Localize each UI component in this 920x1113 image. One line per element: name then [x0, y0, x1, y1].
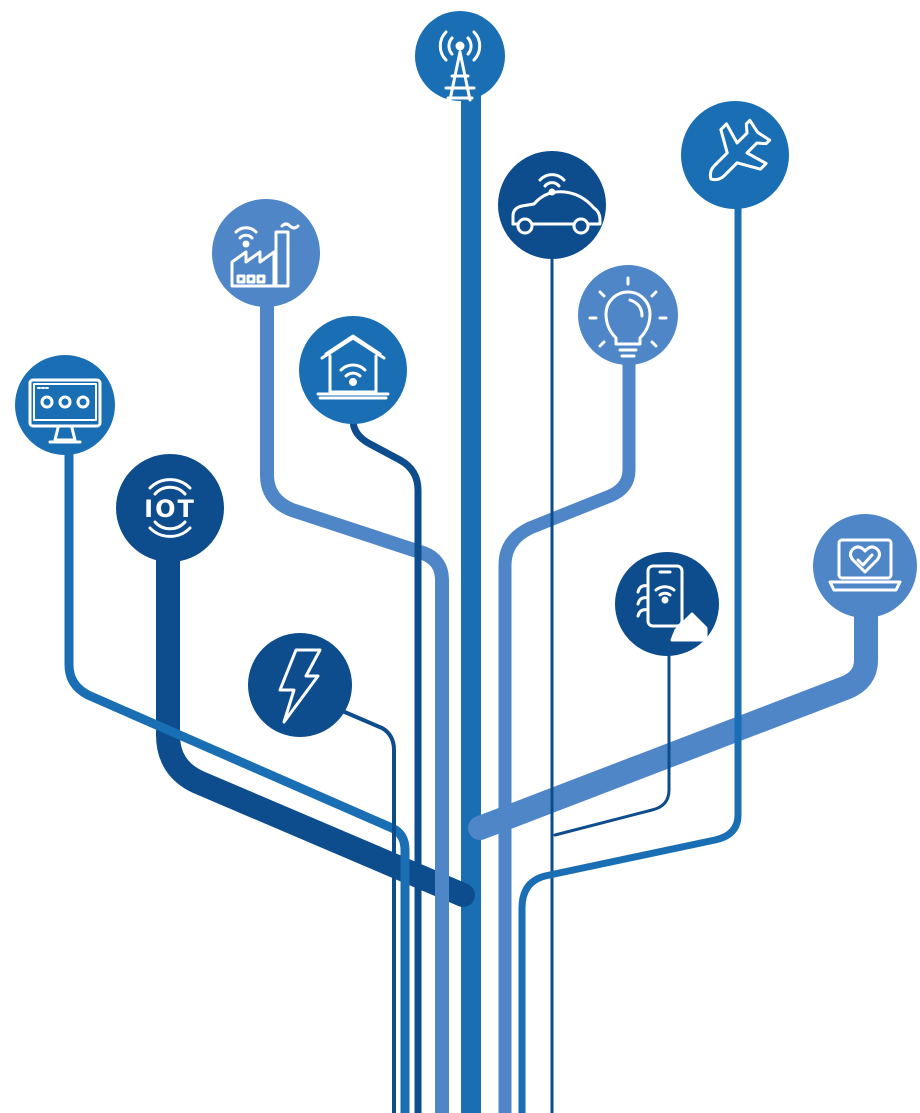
node-cell-tower [415, 11, 505, 102]
node-monitor [15, 355, 115, 455]
smart-home-icon [316, 334, 390, 400]
branch-iot [156, 528, 475, 907]
airplane-icon [708, 118, 772, 182]
branch-smart-factory [260, 283, 449, 1113]
node-smart-factory [212, 199, 320, 307]
iot-icon: IOT [144, 478, 196, 538]
smart-factory-icon [230, 222, 300, 288]
branch-laptop-health [468, 588, 878, 840]
node-smart-factory-circle [212, 199, 320, 307]
branch-smart-bulb [498, 353, 636, 1113]
node-iot: IOT [116, 454, 224, 562]
node-laptop-health [813, 514, 917, 618]
branch-airplane [518, 196, 742, 1113]
node-energy-circle [248, 633, 352, 737]
cell-tower-icon [438, 30, 482, 102]
node-smart-home-circle [299, 316, 407, 424]
node-iot-circle [116, 454, 224, 562]
branch-smartphone [553, 648, 671, 837]
node-airplane-circle [681, 101, 789, 209]
connected-car-icon [511, 173, 602, 235]
branch-monitor [64, 435, 410, 1113]
node-airplane [681, 101, 789, 209]
node-smartphone [615, 552, 719, 656]
branch-lines [64, 75, 878, 1113]
branch-energy [338, 708, 396, 1113]
node-smart-bulb [578, 265, 678, 365]
node-connected-car [498, 151, 606, 259]
branch-smart-home [349, 391, 422, 1113]
node-laptop-health-circle [813, 514, 917, 618]
lightning-icon [278, 648, 322, 724]
smartphone-icon [636, 564, 708, 642]
iot-label: IOT [144, 495, 196, 523]
node-energy [248, 633, 352, 737]
laptop-heart-icon [828, 538, 902, 592]
node-smart-bulb-circle [578, 265, 678, 365]
node-smart-home [299, 316, 407, 424]
smart-bulb-icon [588, 276, 668, 358]
monitor-icon [28, 378, 102, 444]
